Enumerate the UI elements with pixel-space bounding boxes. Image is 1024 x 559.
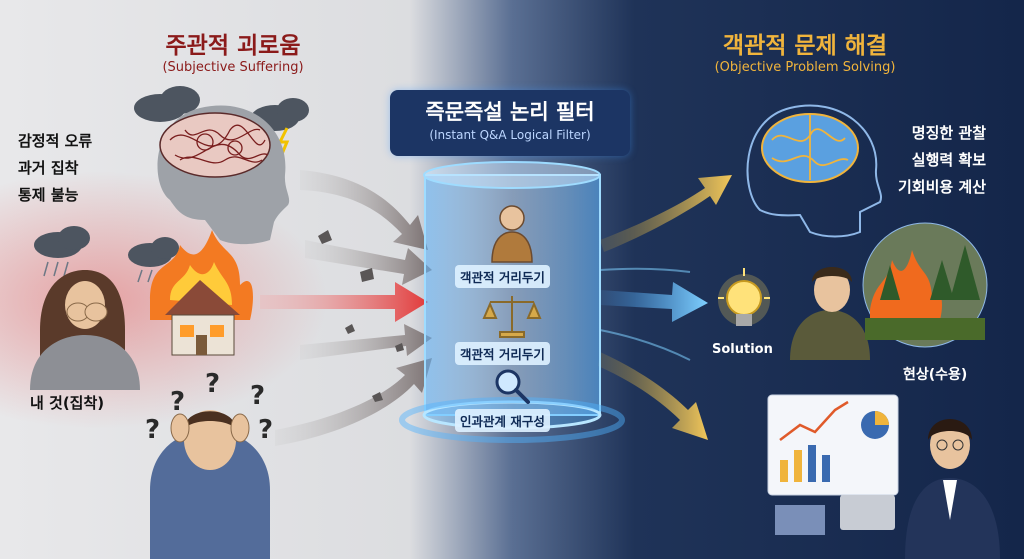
- outcome-item: 기회비용 계산: [898, 178, 987, 196]
- solving-subtitle: (Objective Problem Solving): [714, 60, 896, 75]
- suffering-subtitle: (Subjective Suffering): [162, 60, 304, 75]
- magnifier-icon: [495, 369, 530, 404]
- calm-person-icon: [790, 267, 870, 360]
- svg-text:?: ?: [145, 415, 160, 445]
- filter-cylinder: [399, 161, 625, 443]
- incoming-arrow-bottom: [275, 358, 432, 446]
- lightbulb-icon: [718, 268, 770, 326]
- acceptance-label: 현상(수용): [903, 367, 968, 383]
- outcome-item: 실행력 확보: [911, 151, 987, 169]
- svg-text:?: ?: [205, 369, 220, 399]
- filter-subtitle: (Instant Q&A Logical Filter): [429, 128, 591, 142]
- incoming-arrow-top: [300, 170, 428, 250]
- filter-stage-label: 객관적 거리두기: [455, 342, 550, 365]
- outgoing-arrow-top: [600, 175, 732, 252]
- cause-list: 감정적 오류 과거 집착 통제 불능: [18, 128, 92, 209]
- forest-fire-icon: [862, 222, 988, 348]
- incoming-arrow-lower: [300, 324, 432, 360]
- incoming-arrow-upper: [305, 240, 432, 285]
- storm-cloud-icon: [34, 226, 179, 283]
- solution-label: Solution: [712, 342, 773, 357]
- solving-title: 객관적 문제 해결: [722, 33, 888, 59]
- filter-stage-label: 객관적 거리두기: [455, 265, 550, 288]
- tangled-brain-icon: [157, 105, 290, 245]
- cause-item: 감정적 오류: [18, 132, 93, 150]
- debris-rocks: [318, 230, 404, 402]
- filter-stage-label: 인과관계 재구성: [455, 409, 550, 432]
- storm-cloud-icon: [134, 86, 309, 155]
- outcome-item: 명징한 관찰: [911, 124, 987, 142]
- crying-person-icon: [30, 270, 140, 390]
- filter-title: 즉문즉설 논리 필터: [425, 100, 595, 124]
- confused-person-icon: ?????: [145, 369, 273, 559]
- analyst-chart-icon: [767, 394, 1000, 559]
- filter-header-box: [390, 90, 630, 156]
- burning-house-icon: [150, 230, 253, 356]
- outgoing-arrow-middle: [600, 282, 708, 322]
- outgoing-arrow-bottom: [598, 352, 708, 440]
- cause-item: 과거 집착: [18, 159, 79, 177]
- incoming-arrow-red: [260, 282, 428, 322]
- scales-icon: [482, 296, 542, 338]
- outgoing-streaks: [599, 267, 691, 361]
- clear-brain-icon: [746, 104, 882, 238]
- outcome-list: 명징한 관찰 실행력 확보 기회비용 계산: [898, 120, 986, 201]
- svg-text:?: ?: [250, 381, 265, 411]
- attachment-label: 내 것(집착): [30, 394, 105, 412]
- monk-icon: [491, 205, 533, 263]
- svg-text:?: ?: [170, 387, 185, 417]
- cause-item: 통제 불능: [18, 186, 79, 204]
- suffering-title: 주관적 괴로움: [165, 33, 301, 59]
- svg-text:?: ?: [258, 415, 273, 445]
